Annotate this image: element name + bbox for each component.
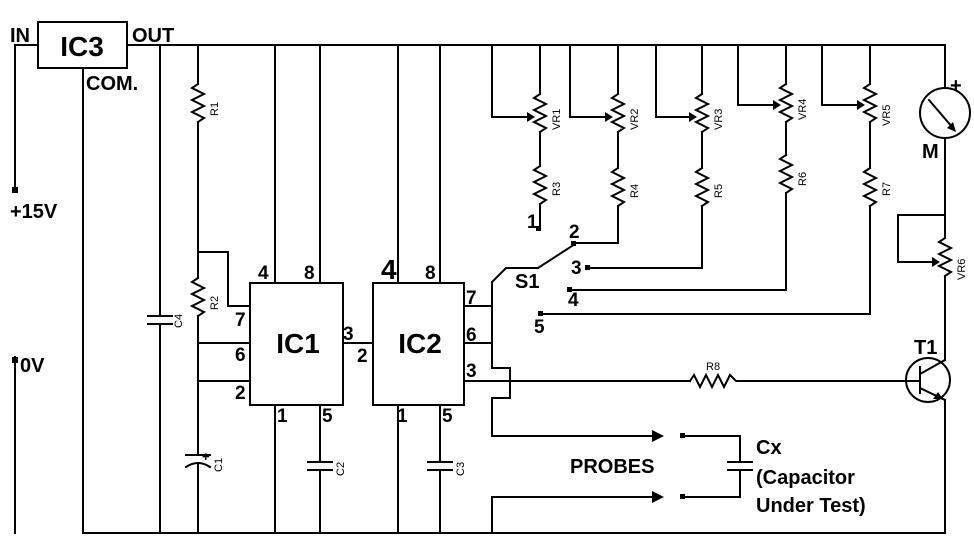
ic2-pin6: 6 — [466, 325, 477, 346]
branch-vr5-r7: VR5 R7 — [542, 44, 893, 315]
branch-vr3-r5: VR3 R5 — [589, 44, 725, 269]
r6-label: R6 — [797, 172, 809, 186]
ic2-pin3: 3 — [466, 361, 477, 382]
ic1-pin8: 8 — [304, 263, 315, 284]
ic3-regulator: IC3 IN OUT COM. — [10, 21, 174, 95]
resistor-r8: R8 — [688, 361, 906, 390]
out-label: OUT — [132, 25, 174, 47]
capacitor-c3: C3 — [427, 461, 467, 534]
ic1-pin5: 5 — [322, 406, 333, 427]
r5-label: R5 — [713, 184, 725, 198]
r8-label: R8 — [706, 361, 720, 373]
ic2-pin2: 2 — [357, 346, 368, 367]
m-plus: + — [950, 75, 962, 97]
branch-vr4-r6: VR4 R6 — [571, 44, 809, 291]
ic1-label: IC1 — [276, 328, 320, 359]
switch-pos-3: 3 — [571, 258, 582, 279]
in-label: IN — [10, 25, 30, 47]
t1-label: T1 — [914, 337, 937, 359]
ic2-pin5: 5 — [442, 406, 453, 427]
r1-label: R1 — [209, 102, 221, 116]
switch-pos-1: 1 — [527, 212, 538, 233]
resistor-r2: R2 — [189, 251, 251, 456]
capacitor-cx: Cx (Capacitor Under Test) — [685, 435, 866, 517]
vr2-label: VR2 — [629, 109, 641, 130]
branch-vr2-r4: VR2 R4 — [569, 44, 641, 244]
resistor-r1: R1 — [189, 44, 221, 253]
ic3-label: IC3 — [60, 31, 104, 62]
capacitor-c4: C4 — [147, 44, 185, 534]
ic1-timer: IC1 4 8 7 6 2 3 1 5 — [235, 44, 374, 534]
meter-m: M + — [919, 75, 971, 239]
cx-line2: Under Test) — [756, 495, 866, 517]
c3-label: C3 — [455, 462, 467, 476]
vr1-label: VR1 — [551, 109, 563, 130]
r2-label: R2 — [209, 296, 221, 310]
switch-pos-5: 5 — [534, 317, 545, 338]
c2-label: C2 — [335, 462, 347, 476]
capacitor-c2: C2 — [307, 461, 347, 534]
switch-pos-2: 2 — [569, 222, 580, 243]
ic1-pin1: 1 — [277, 406, 288, 427]
com-label: COM. — [86, 73, 138, 95]
ic1-pin3: 3 — [343, 324, 354, 345]
ic2-pin1: 1 — [397, 406, 408, 427]
ic2-pin7: 7 — [466, 288, 477, 309]
m-label: M — [922, 141, 939, 163]
r7-label: R7 — [881, 182, 893, 196]
ic1-pin6: 6 — [235, 345, 246, 366]
probes-label: PROBES — [570, 456, 654, 478]
capacitor-c1: + C1 — [184, 449, 225, 534]
v0-label: 0V — [20, 355, 45, 377]
r3-label: R3 — [551, 182, 563, 196]
c1-label: C1 — [213, 458, 225, 472]
ic1-trigger-wires — [197, 342, 251, 382]
ic2-output-wires — [463, 267, 691, 534]
vr5-label: VR5 — [881, 105, 893, 126]
supply-terminals: +15V 0V — [10, 187, 58, 534]
ic1-pin2: 2 — [235, 383, 246, 404]
ic1-pin7: 7 — [235, 310, 246, 331]
ic1-pin4: 4 — [258, 263, 269, 284]
cx-label: Cx — [756, 437, 782, 459]
vr3-label: VR3 — [713, 109, 725, 130]
potentiometer-vr6: VR6 — [897, 214, 968, 361]
probe-arrows: PROBES — [570, 430, 685, 503]
switch-s1: 1 2 3 4 5 S1 — [515, 212, 590, 338]
ic2-pin8: 8 — [425, 263, 436, 284]
ic2-timer: IC2 4 8 2 7 6 3 1 5 — [357, 44, 477, 534]
vr4-label: VR4 — [797, 99, 809, 120]
r4-label: R4 — [629, 184, 641, 198]
vr6-label: VR6 — [956, 259, 968, 280]
v15-label: +15V — [10, 201, 58, 223]
c1-plus: + — [202, 449, 210, 464]
s1-label: S1 — [515, 271, 539, 293]
ic2-label: IC2 — [398, 328, 442, 359]
power-rails — [14, 44, 946, 534]
c4-label: C4 — [173, 314, 185, 328]
cx-line1: (Capacitor — [756, 467, 855, 489]
branch-vr1-r3: VR1 R3 — [491, 44, 563, 227]
transistor-t1: T1 — [904, 337, 951, 403]
switch-pos-4: 4 — [568, 290, 579, 311]
ic2-pin4: 4 — [381, 254, 397, 285]
